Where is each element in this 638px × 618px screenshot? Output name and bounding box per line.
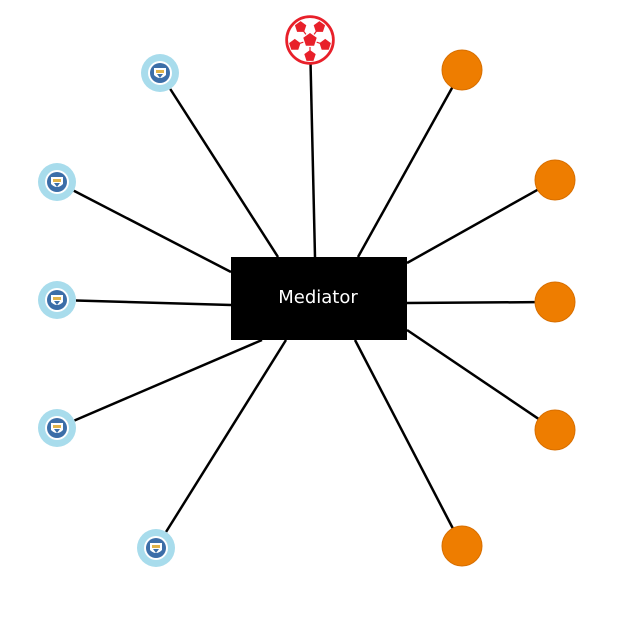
crest-node-4	[38, 409, 76, 447]
orange-circle-icon	[441, 525, 483, 567]
club-crest-icon	[38, 409, 76, 447]
club-crest-icon	[137, 529, 175, 567]
orange-node-4	[534, 409, 576, 451]
connector-line-9	[406, 300, 536, 305]
orange-node-1	[441, 49, 483, 91]
crest-node-2	[38, 163, 76, 201]
connector-line-8	[406, 188, 539, 265]
connector-line-6	[165, 339, 288, 533]
orange-circle-icon	[534, 159, 576, 201]
crest-node-5	[137, 529, 175, 567]
participant-nodes	[38, 15, 576, 567]
club-crest-icon	[38, 281, 76, 319]
connector-lines	[73, 63, 540, 533]
orange-node-3	[534, 281, 576, 323]
orange-node-2	[534, 159, 576, 201]
connector-line-11	[353, 339, 454, 529]
mediator-box: Mediator	[231, 257, 407, 340]
club-crest-icon	[141, 54, 179, 92]
connector-line-4	[75, 299, 232, 307]
orange-circle-icon	[441, 49, 483, 91]
ball-node	[285, 15, 335, 65]
connector-line-3	[73, 189, 232, 274]
connector-line-5	[73, 338, 263, 422]
orange-circle-icon	[534, 281, 576, 323]
mediator-label: Mediator	[278, 287, 358, 308]
mediator-rect	[231, 257, 407, 340]
crest-node-1	[141, 54, 179, 92]
orange-circle-icon	[534, 409, 576, 451]
connector-line-10	[406, 328, 540, 420]
soccer-ball-icon	[285, 15, 335, 65]
orange-node-5	[441, 525, 483, 567]
connector-line-2	[169, 88, 280, 258]
club-crest-icon	[38, 163, 76, 201]
connector-line-7	[356, 86, 454, 258]
crest-node-3	[38, 281, 76, 319]
connector-line-1	[309, 63, 317, 258]
